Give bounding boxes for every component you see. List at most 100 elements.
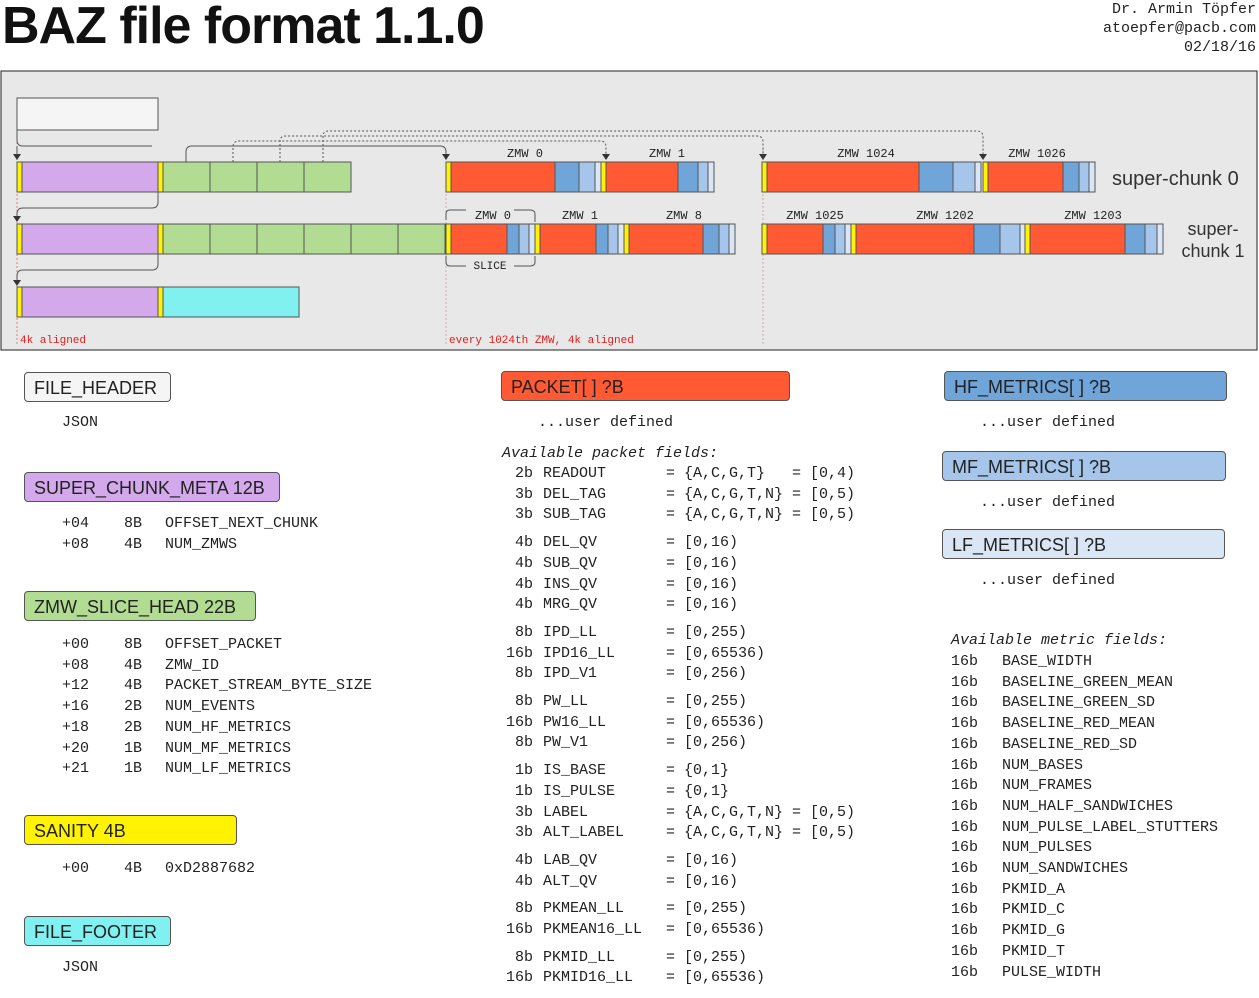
packet-field-range: = [0,256) [666,665,748,683]
field-offset: +04 [62,515,90,532]
lf-metrics-block [844,223,852,255]
metric-field-name: NUM_HALF_SANDWICHES [1002,797,1174,815]
field-name: NUM_ZMWS [165,535,238,553]
metric-field-bits: 16b [951,715,979,733]
slice-bracket [445,256,466,267]
field-offset: +08 [62,535,90,553]
slice-label: SLICE [473,261,506,273]
metric-field-name: PKMID_C [1002,901,1066,919]
arrow-down-icon [13,280,21,286]
packet-fields-title: Available packet fields: [502,445,719,462]
packet-field-bits: 4b [515,534,534,552]
packet-block [987,161,1064,193]
packet-field-bits: 3b [515,803,534,821]
zmw-label: ZMW 1026 [1008,147,1066,161]
packet-field-name: IS_BASE [543,762,607,780]
packet-block [539,223,597,255]
file-header-label: FILE_HEADER [24,372,171,402]
mf-metrics-block [607,223,619,255]
metric-fields-title: Available metric fields: [951,632,1168,649]
arrow-down-icon [442,154,450,160]
slice-packet-connector [185,145,447,162]
hf-metrics-block [918,161,954,193]
mf-metrics-block [518,223,530,255]
packet-block [766,161,920,193]
metric-field-name: PKMID_A [1002,880,1066,898]
packet-field-range: = [0,255) [666,900,748,918]
arrow-down-icon [13,216,21,222]
packet-block [766,223,824,255]
field-name: NUM_HF_METRICS [165,718,292,736]
packet-field-range: = [0,16) [666,872,739,890]
packet-field-name: DEL_QV [543,534,598,552]
metric-field-name: PKMID_T [1002,942,1066,960]
mf-metrics-block [952,161,976,193]
slice-packet-connector [232,140,607,162]
field-size: 4B [124,535,143,553]
sanity-block [16,161,23,193]
packet-field-range: = {0,1} [666,782,730,800]
packet-block [450,223,508,255]
mf-metrics-block [1144,223,1158,255]
author-email: atoepfer@pacb.com [1102,20,1256,37]
field-offset: +00 [62,636,90,653]
super-chunk-meta-block [21,286,159,318]
lf-metrics-block [528,223,536,255]
metric-field-name: PULSE_WIDTH [1002,963,1102,981]
metric-field-name: NUM_FRAMES [1002,777,1093,795]
packet-field-name: READOUT [543,465,607,482]
metric-field-bits: 16b [951,942,979,960]
metric-field-name: BASELINE_RED_MEAN [1002,715,1156,733]
zmw-label: ZMW 1 [649,147,685,161]
field-offset: +08 [62,656,90,674]
packet-field-name: IPD_V1 [543,665,598,683]
sanity-block [157,286,164,318]
sanity-label: SANITY 4B [24,815,237,845]
zmw-slice-head-block [256,223,305,255]
packet-block [628,223,704,255]
hf-metrics-block [822,223,836,255]
packet-field-bits: 4b [515,554,534,572]
sanity-block [157,161,164,193]
chunk-connector [16,254,159,280]
field-offset: +21 [62,760,90,778]
zmw-label: ZMW 1202 [916,209,974,223]
packet-field-range: = [0,16) [666,596,739,614]
field-size: 4B [124,860,143,877]
packet-field-bits: 8b [515,734,534,752]
header-connector [16,130,152,147]
lf-metrics-block [594,161,602,193]
zmw-slice-head-block [162,161,211,193]
packet-field-name: PKMEAN16_LL [543,921,643,938]
slice-bracket [514,256,536,267]
field-offset: +12 [62,677,90,695]
zmw-label: ZMW 1 [562,209,598,223]
metric-field-bits: 16b [951,797,979,815]
packet-field-range: = [0,65536) [666,921,766,938]
packet-field-bits: 8b [515,623,534,641]
field-name: 0xD2887682 [165,860,256,877]
packet-block [855,223,975,255]
metric-field-bits: 16b [951,922,979,940]
metric-field-name: PKMID_G [1002,922,1066,940]
zmw-slice-head-block [397,223,446,255]
packet-field-range: = [0,65536) [666,969,766,987]
packet-field-bits: 1b [515,782,534,800]
packet-field-range: = [0,255) [666,948,748,966]
metric-field-bits: 16b [951,880,979,898]
metric-field-bits: 16b [951,735,979,753]
packet-field-range: = [0,255) [666,623,748,641]
packet-field-name: PW16_LL [543,713,607,731]
packet-field-range: = [0,255) [666,693,748,710]
file-header-block [16,97,159,131]
zmw-slice-head-label: ZMW_SLICE_HEAD 22B [24,591,256,621]
sanity-block [600,161,607,193]
packet-field-bits: 16b [506,644,534,662]
zmw-label: ZMW 0 [507,147,543,161]
packet-field-name: IS_PULSE [543,782,616,800]
zmw-label: ZMW 8 [666,209,702,223]
metric-field-bits: 16b [951,756,979,774]
packet-field-range: = {A,C,G,T,N} = [0,5) [666,485,856,503]
packet-field-bits: 1b [515,762,534,780]
packet-field-range: = [0,16) [666,534,739,552]
